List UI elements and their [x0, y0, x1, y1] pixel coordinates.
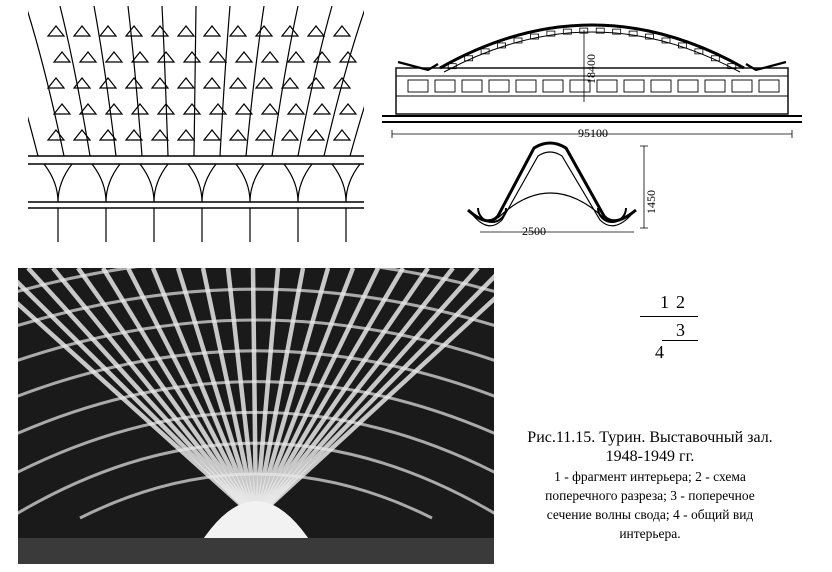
- figure-vault-wave-section: [466, 141, 648, 233]
- key-number-4: 4: [655, 342, 664, 362]
- figure-caption: Рис.11.15. Турин. Выставочный зал. 1948-…: [500, 428, 800, 543]
- dimension-rise: 18400: [584, 54, 598, 84]
- dimension-wave-height: 1450: [644, 190, 658, 214]
- key-number-2: 2: [676, 292, 685, 312]
- caption-legend: 1 - фрагмент интерьера; 2 - схема попере…: [545, 469, 755, 541]
- figure-cross-section: [382, 23, 802, 138]
- dimension-wave-width: 2500: [522, 224, 546, 238]
- key-divider: [662, 340, 698, 341]
- key-number-3: 3: [676, 320, 685, 340]
- figure-interior-photo: [18, 268, 494, 564]
- key-number-1: 1: [660, 292, 669, 312]
- caption-title: Рис.11.15. Турин. Выставочный зал. 1948-…: [527, 429, 773, 465]
- key-divider: [640, 316, 698, 317]
- figure-interior-fragment: [28, 6, 364, 242]
- dimension-span: 95100: [578, 126, 608, 140]
